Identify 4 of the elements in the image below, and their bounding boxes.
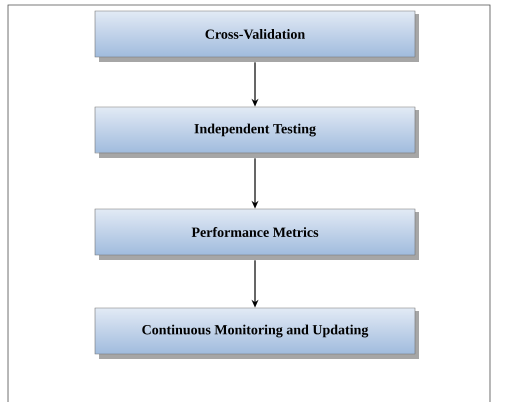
process-box: Cross-Validation (94, 10, 419, 62)
process-box: Continuous Monitoring and Updating (94, 308, 419, 359)
process-box: Independent Testing (94, 106, 419, 158)
process-box: Performance Metrics (94, 208, 419, 260)
